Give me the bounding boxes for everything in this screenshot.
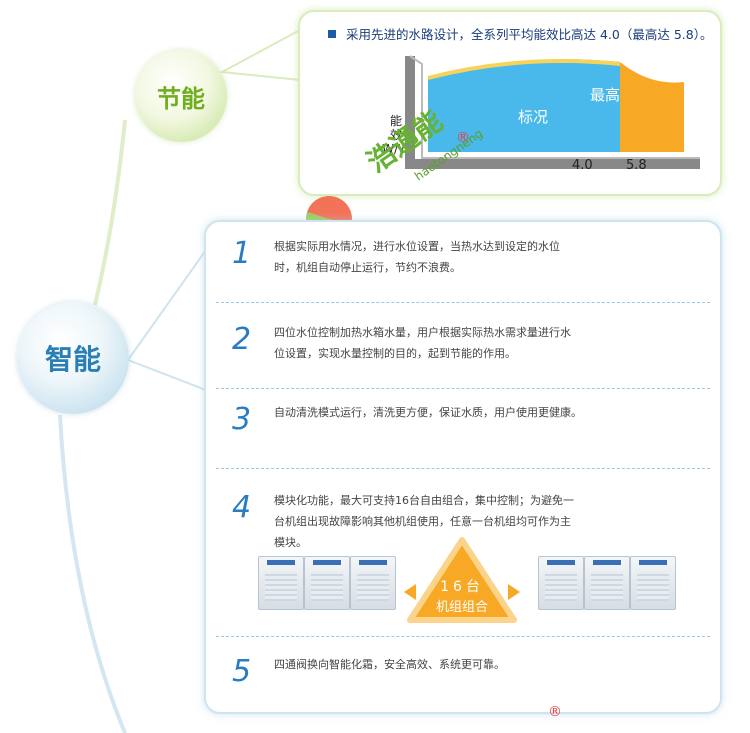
tick-max: 5.8 [626, 158, 647, 173]
energy-saving-bubble: 节能 [135, 50, 227, 142]
max-label: 最高 [590, 86, 621, 104]
item-text: 四通阀换向智能化霜，安全高效、系统更可靠。 [274, 658, 505, 671]
unit-image [304, 556, 350, 610]
watermark-reg: ® [456, 130, 470, 146]
item-number: 2 [232, 322, 252, 357]
unit-image [538, 556, 584, 610]
smart-bubble: 智能 [17, 302, 129, 414]
item-text: 根据实际用水情况，进行水位设置，当热水达到设定的水位时，机组自动停止运行，节约不… [274, 240, 560, 274]
bullet-square-icon [328, 30, 336, 38]
item-text: 四位水位控制加热水箱水量，用户根据实际热水需求量进行水位设置，实现水量控制的目的… [274, 326, 571, 360]
tick-standard: 4.0 [572, 158, 593, 173]
divider [216, 388, 710, 389]
item-number: 3 [232, 402, 252, 437]
efficiency-axis-label: 能 效 W/W [382, 114, 410, 156]
item-number: 4 [232, 490, 252, 525]
combo-label: 机组组合 [435, 600, 488, 615]
standard-label: 标况 [518, 108, 549, 126]
divider [216, 302, 710, 303]
divider [216, 636, 710, 637]
unit-image [258, 556, 304, 610]
chart-axes [405, 56, 700, 169]
smart-label: 智能 [44, 343, 101, 376]
item-number: 1 [232, 236, 252, 271]
efficiency-chart [405, 55, 700, 169]
item-number: 5 [232, 654, 252, 689]
energy-panel: 采用先进的水路设计，全系列平均能效比高达 4.0（最高达 5.8）。 能 效 W… [298, 10, 722, 196]
watermark-reg-bottom: ® [548, 704, 562, 720]
item-text: 模块化功能，最大可支持16台自由组合，集中控制；为避免一台机组出现故障影响其他机… [274, 494, 574, 549]
combo-count: 16台 [440, 579, 484, 595]
combo-badge [404, 537, 520, 623]
divider [216, 468, 710, 469]
energy-description: 采用先进的水路设计，全系列平均能效比高达 4.0（最高达 5.8）。 [346, 27, 713, 42]
smart-panel: 1 根据实际用水情况，进行水位设置，当热水达到设定的水位时，机组自动停止运行，节… [204, 220, 722, 714]
energy-saving-label: 节能 [157, 84, 205, 113]
unit-image [630, 556, 676, 610]
unit-image [584, 556, 630, 610]
item-text: 自动清洗模式运行，清洗更方便，保证水质，用户使用更健康。 [274, 406, 582, 419]
unit-image [350, 556, 396, 610]
